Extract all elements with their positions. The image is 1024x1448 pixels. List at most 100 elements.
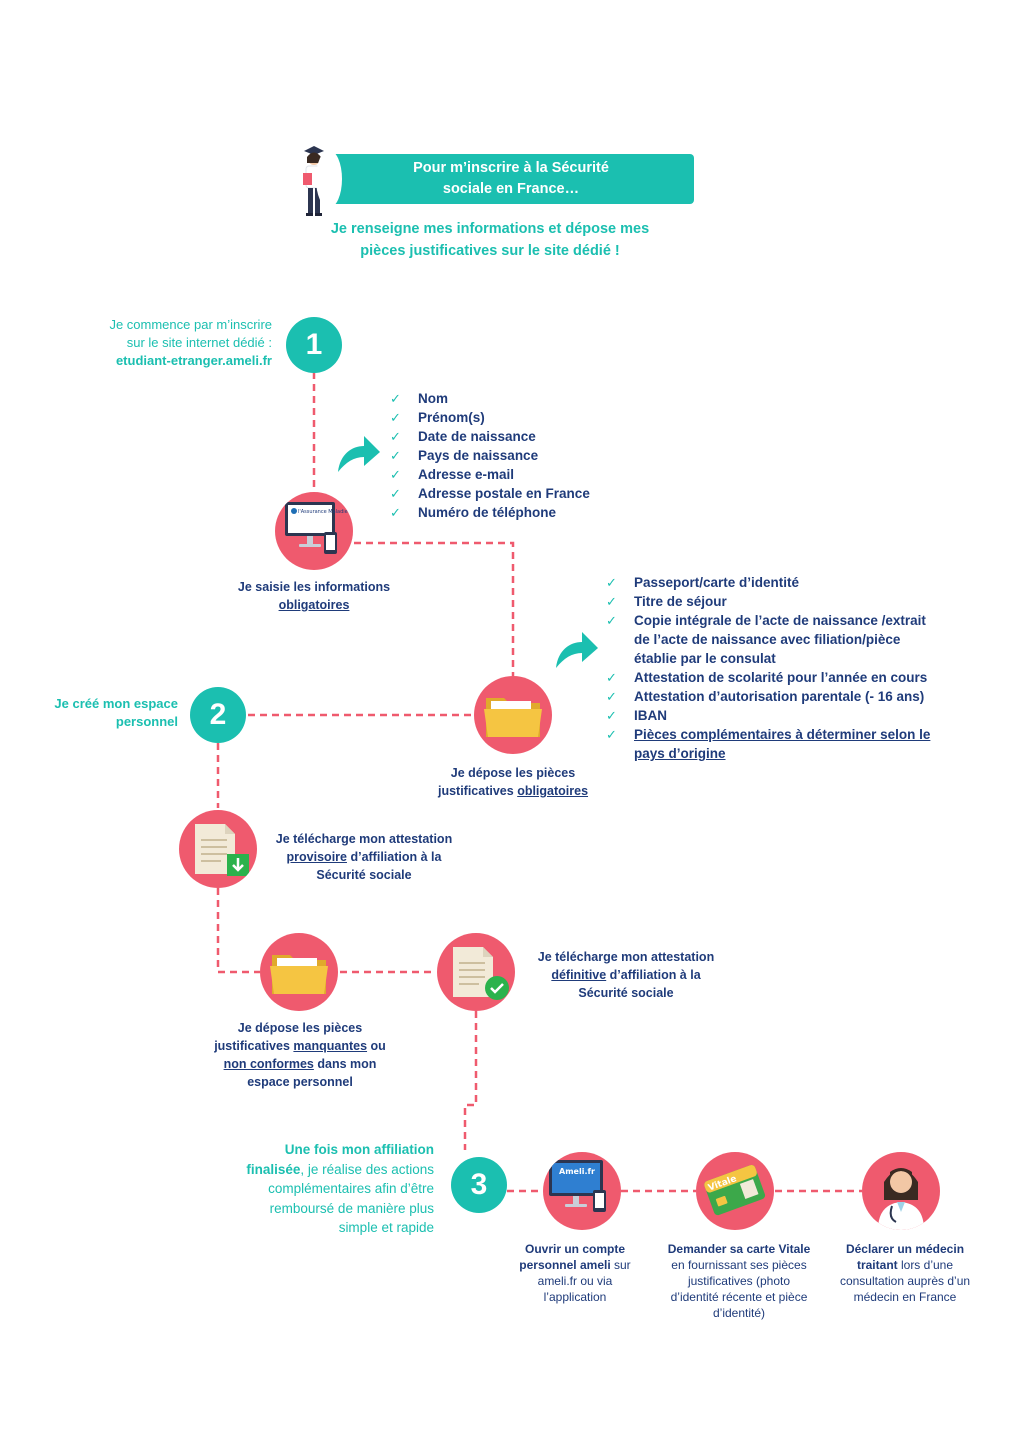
action2-line4: d’identité récente et pièce <box>670 1290 808 1304</box>
doctor-icon <box>862 1152 940 1230</box>
action3-line4: médecin en France <box>853 1290 957 1304</box>
step1-caption: Je saisie les informations obligatoires <box>226 578 402 614</box>
step-number-3: 3 <box>451 1157 507 1213</box>
action1-line4: l’application <box>543 1290 607 1304</box>
action2-line3: justificatives (photo <box>687 1274 791 1288</box>
provisional-line3: Sécurité sociale <box>316 868 412 882</box>
step3-intro-line5: simple et rapide <box>338 1220 434 1235</box>
action3-line3: consultation auprès d’un <box>839 1274 971 1288</box>
list-item: ✓Date de naissance <box>390 427 590 446</box>
step1-caption-underlined: obligatoires <box>278 598 350 612</box>
list-item-text: Nom <box>418 391 448 406</box>
step3-intro-bold2: finalisée <box>246 1161 301 1177</box>
list-item-text: Pays de naissance <box>418 448 539 463</box>
banner-line-2: sociale en France… <box>442 181 580 197</box>
list-item-text: Passeport/carte d’identité <box>634 575 800 590</box>
document-check-icon <box>437 933 515 1011</box>
step-number-2: 2 <box>190 687 246 743</box>
list-item: ✓ Nom <box>390 389 590 408</box>
action1-caption: Ouvrir un compte personnel ameli sur ame… <box>508 1241 642 1305</box>
list-item-text: Adresse e-mail <box>418 467 515 482</box>
banner-line-1: Pour m’inscrire à la Sécurité <box>413 160 609 176</box>
action1-bold1: Ouvrir un compte <box>524 1242 625 1256</box>
action1-bold2: personnel ameli <box>519 1258 611 1272</box>
step3-intro-rest2: , je réalise des actions <box>300 1161 434 1177</box>
missing-line2a: justificatives <box>214 1039 290 1053</box>
step1-intro-line1: Je commence par m’inscrire <box>109 317 272 332</box>
action3-rest2: lors d’une <box>897 1258 954 1272</box>
step1-intro-line2: sur le site internet dédié : <box>126 335 272 350</box>
step-number-1: 1 <box>286 317 342 373</box>
list-item: ✓ Pièces complémentaires à déterminer sel… <box>606 725 930 763</box>
provisional-caption: Je télécharge mon attestation provisoire… <box>264 830 464 884</box>
deposit-line1: Je dépose les pièces <box>450 766 576 780</box>
title-banner: Pour m’inscrire à la Sécurité sociale en… <box>328 154 694 204</box>
curved-arrow-icon <box>556 632 598 668</box>
missing-line3b: dans mon <box>313 1057 377 1071</box>
checkmark-icon: ✓ <box>390 448 401 463</box>
list-item: ✓ Adresse e-mail <box>390 465 590 484</box>
deposit-line2b: obligatoires <box>517 784 589 798</box>
action2-caption: Demander sa carte Vitale en fournissant … <box>644 1241 834 1321</box>
list-item-text: Attestation d’autorisation parentale (- … <box>634 689 925 704</box>
page-subtitle: Je renseigne mes informations et dépose … <box>290 218 690 262</box>
curved-arrow-icon <box>338 436 380 472</box>
missing-line1: Je dépose les pièces <box>237 1021 363 1035</box>
deposit-caption: Je dépose les pièces justificatives obli… <box>420 764 606 800</box>
list-item-text: Adresse postale en France <box>418 486 590 501</box>
folder-icon <box>474 676 552 754</box>
list-item: ✓ Titre de séjour <box>606 592 930 611</box>
step3-intro-line4: remboursé de manière plus <box>269 1200 434 1216</box>
action3-caption: Déclarer un médecin traitant lors d’une … <box>830 1241 980 1305</box>
missing-line2c: ou <box>367 1039 386 1053</box>
definitive-caption: Je télécharge mon attestation définitive… <box>526 948 726 1002</box>
checkmark-icon: ✓ <box>606 575 617 590</box>
list-item: ✓Attestation de scolarité pour l’année e… <box>606 668 930 687</box>
step1-website: etudiant-etranger.ameli.fr <box>115 353 272 368</box>
list-item-text: IBAN <box>634 708 667 723</box>
checkmark-icon: ✓ <box>390 429 401 444</box>
list-item: ✓Numéro de téléphone <box>390 503 590 522</box>
checkmark-icon: ✓ <box>606 670 617 685</box>
missing-line2b: manquantes <box>293 1039 368 1053</box>
banner-notch <box>316 150 342 208</box>
checkmark-icon: ✓ <box>390 391 401 406</box>
folder-icon <box>260 933 338 1011</box>
missing-line3a: non conformes <box>223 1057 314 1071</box>
checkmark-icon: ✓ <box>606 727 617 742</box>
list-item-text: Prénom(s) <box>418 410 485 425</box>
missing-caption: Je dépose les pièces justificatives manq… <box>200 1019 400 1091</box>
action1-line3: ameli.fr ou via <box>537 1274 613 1288</box>
action3-bold2: traitant <box>856 1258 898 1272</box>
definitive-line3: Sécurité sociale <box>578 986 674 1000</box>
list-item: ✓ Pays de naissance <box>390 446 590 465</box>
action2-line2: en fournissant ses pièces <box>671 1258 807 1272</box>
step3-intro-bold1: Une fois mon affiliation <box>284 1142 434 1157</box>
step2-intro-line1: Je créé mon espace <box>54 696 178 711</box>
vitale-card-icon: Vitale <box>696 1152 774 1230</box>
list-item-text: Titre de séjour <box>634 594 727 609</box>
list-item-text: Numéro de téléphone <box>418 505 557 520</box>
step2-intro-line2: personnel <box>115 714 178 729</box>
provisional-line1: Je télécharge mon attestation <box>275 832 453 846</box>
action3-bold1: Déclarer un médecin <box>845 1242 965 1256</box>
step1-caption-text: Je saisie les informations <box>237 580 391 594</box>
action2-line5: d’identité) <box>712 1306 766 1320</box>
list-item-text: pays d’origine <box>634 746 726 761</box>
definitive-line2b: d’affiliation à la <box>606 968 701 982</box>
list-item-text: Pièces complémentaires à déterminer selo… <box>634 727 931 742</box>
checkmark-icon: ✓ <box>390 467 401 482</box>
list-item: ✓ Adresse postale en France <box>390 484 590 503</box>
checkmark-icon: ✓ <box>390 486 401 501</box>
step3-intro-line3: complémentaires afin d’être <box>268 1181 434 1196</box>
checkmark-icon: ✓ <box>606 689 617 704</box>
list-item: ✓ Attestation d’autorisation parentale (-… <box>606 687 930 706</box>
action2-bold: Demander sa carte Vitale <box>667 1242 811 1256</box>
missing-line4: espace personnel <box>247 1075 353 1089</box>
subtitle-line-1: Je renseigne mes informations et dépose … <box>330 221 650 237</box>
list-item-text: établie par le consulat <box>634 651 776 666</box>
checkmark-icon: ✓ <box>606 594 617 609</box>
ameli-computer-icon: Ameli.fr <box>543 1152 621 1230</box>
step2-docs-list: ✓ Passeport/carte d’identité ✓ Titre de sé… <box>606 573 930 763</box>
